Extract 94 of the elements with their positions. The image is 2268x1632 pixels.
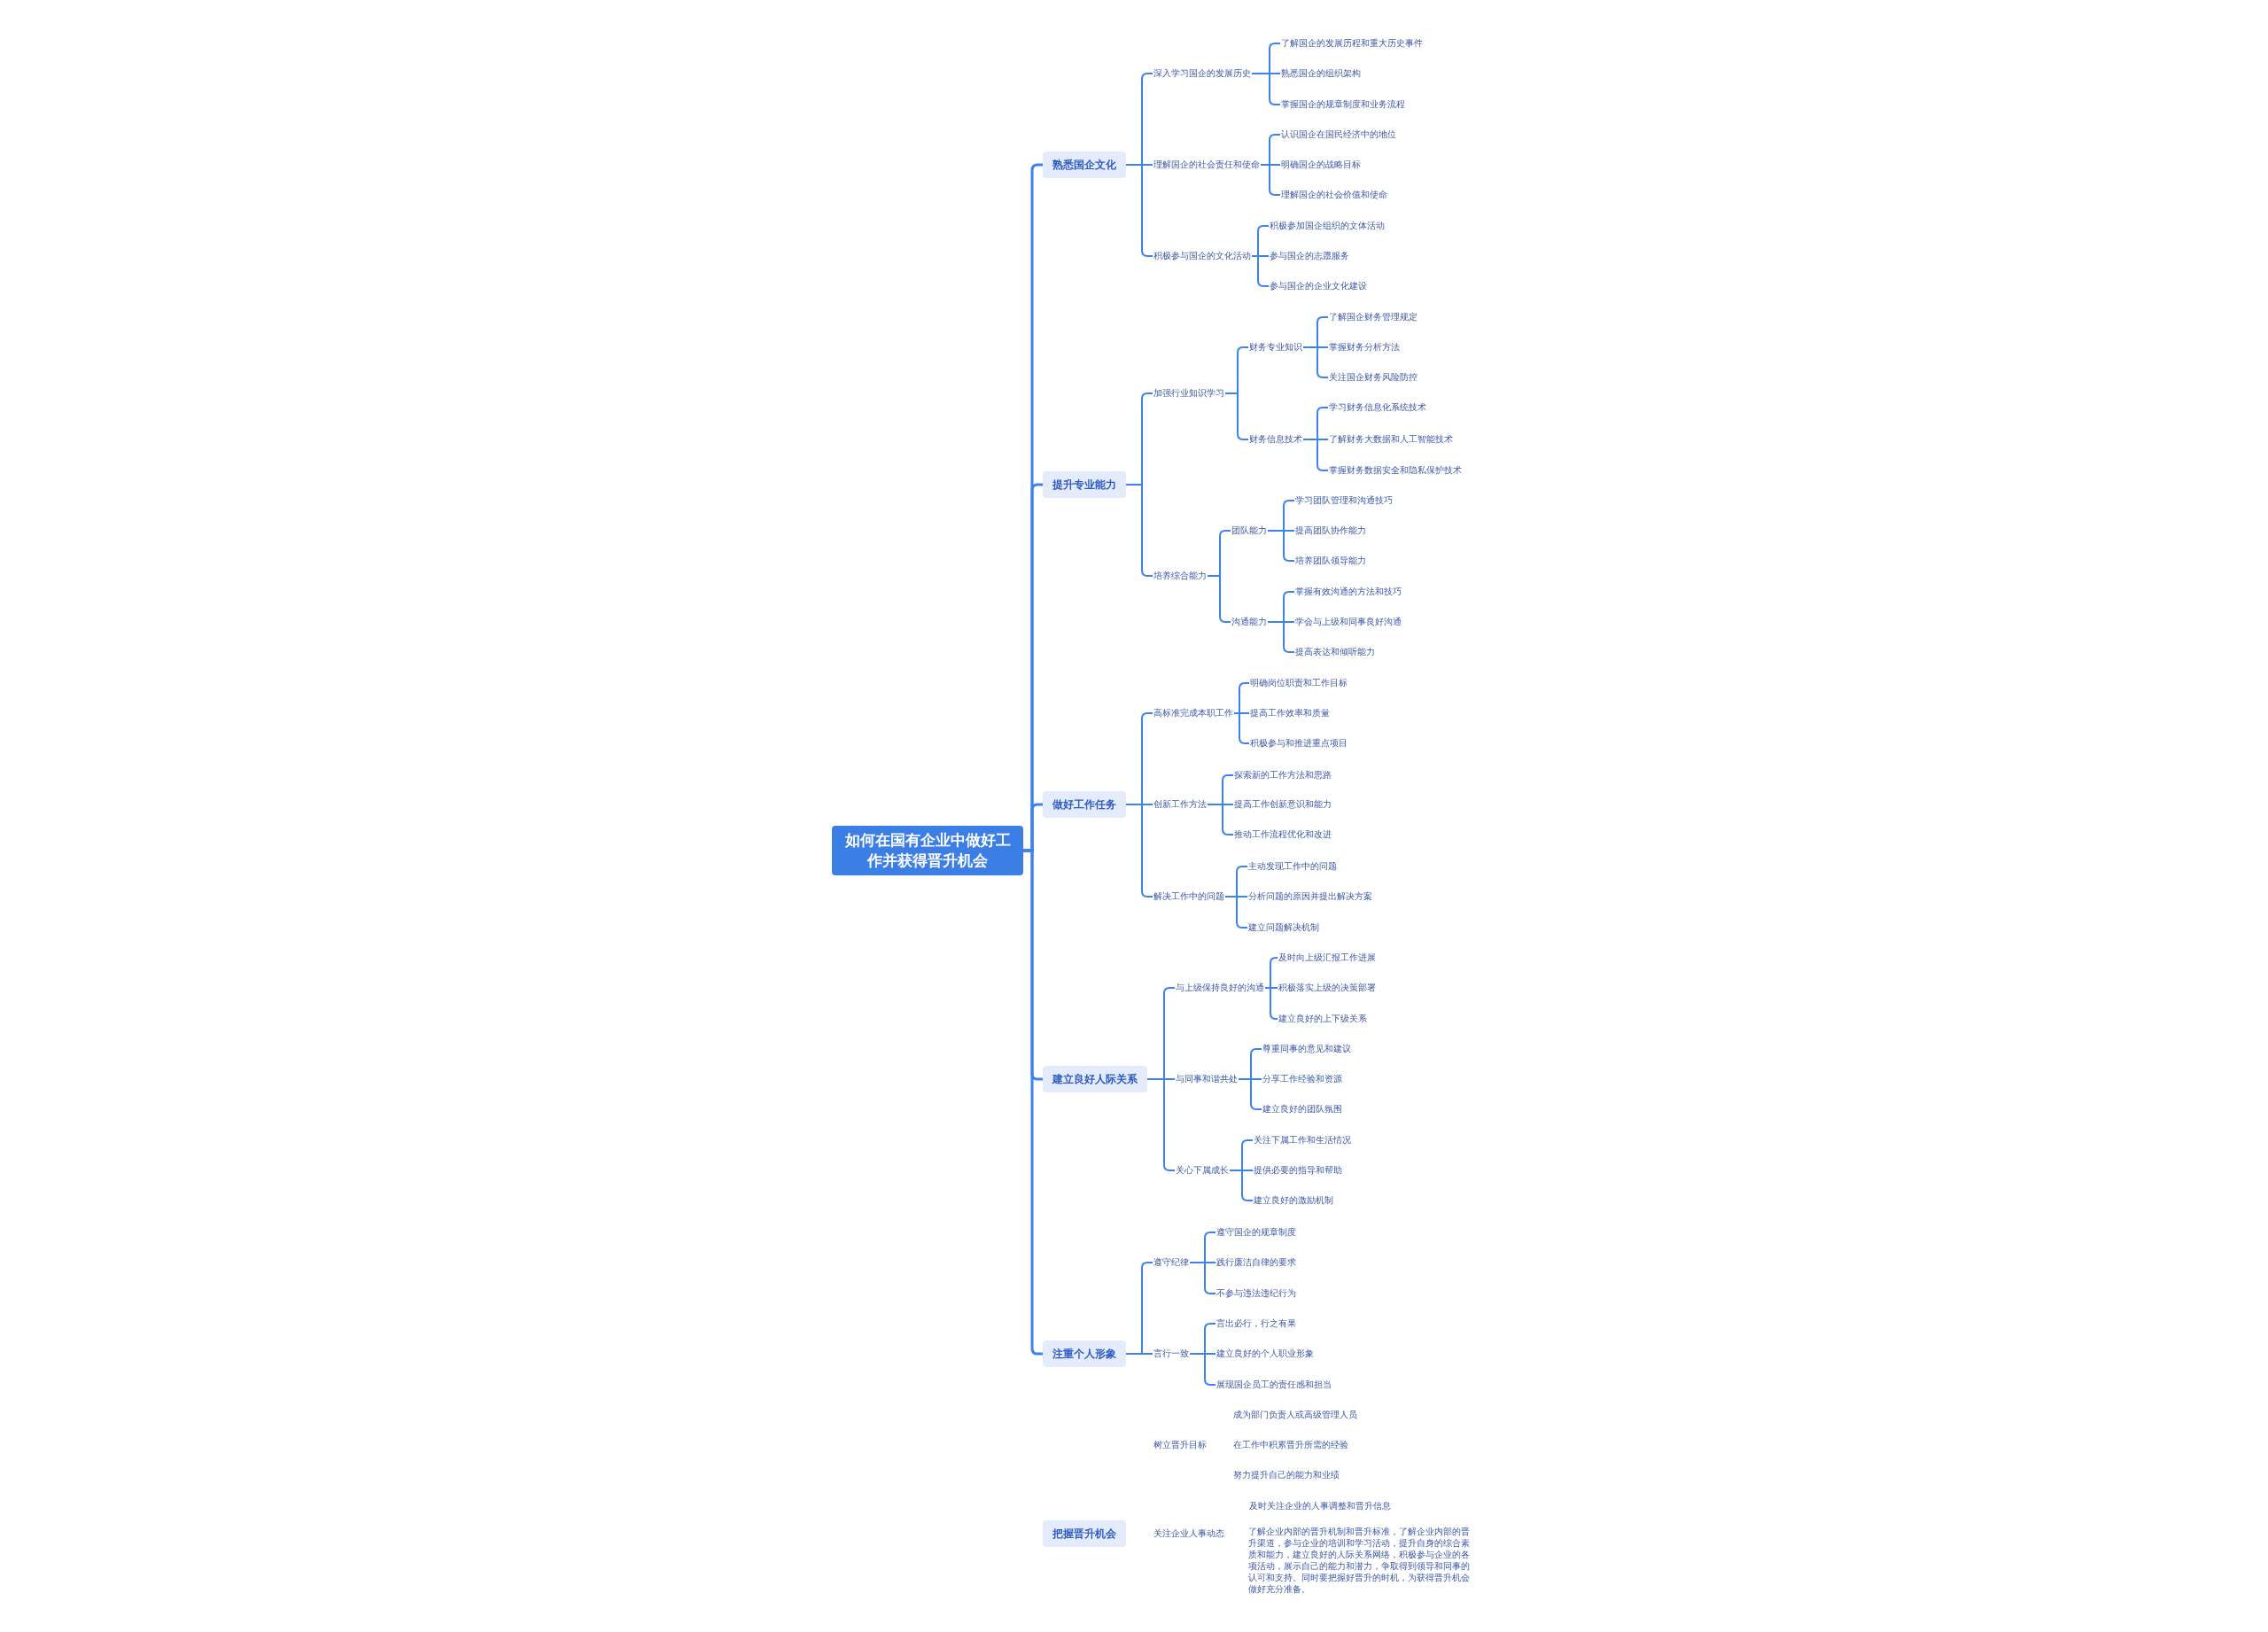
branch-text: 不参与违法违纪行为 bbox=[1216, 1287, 1297, 1300]
branch-text: 树立晋升目标 bbox=[1153, 1439, 1208, 1451]
branch-text: 在工作中积累晋升所需的经验 bbox=[1232, 1439, 1349, 1451]
branch-text: 深入学习国企的发展历史 bbox=[1153, 67, 1252, 80]
connector-line bbox=[1224, 896, 1248, 929]
branch-text: 了解国企财务管理规定 bbox=[1328, 311, 1418, 323]
branch-text: 展现国企员工的责任感和担当 bbox=[1216, 1379, 1332, 1391]
branch-text: 关心下属成长 bbox=[1175, 1164, 1230, 1177]
branch-text: 遵守国企的规章制度 bbox=[1216, 1226, 1297, 1239]
branch-text: 探索新的工作方法和思路 bbox=[1233, 769, 1332, 781]
branch-text: 理解国企的社会价值和使命 bbox=[1280, 189, 1388, 201]
branch-text: 建立良好的上下级关系 bbox=[1278, 1013, 1368, 1025]
connector-line bbox=[1238, 1078, 1262, 1110]
branch-text: 明确岗位职责和工作目标 bbox=[1249, 677, 1348, 689]
connector-line bbox=[1207, 575, 1231, 623]
branch-text: 积极参与国企的文化活动 bbox=[1153, 250, 1252, 262]
branch-text: 建立良好的激励机制 bbox=[1253, 1194, 1334, 1207]
note-paragraph: 了解企业内部的晋升机制和晋升标准，了解企业内部的晋升渠道，参与企业的培训和学习活动，提升自身的综合素质和能力，建立良好的人际关系网络，积极参与企业的各项活动，展示自己的能力和潜力，争取得到领导和同事的认可和支持。同时要把握好晋升的时机，为获得晋升机会做好充分准备。 bbox=[1248, 1526, 1470, 1595]
branch-text: 创新工作方法 bbox=[1153, 798, 1208, 811]
branch-text: 沟通能力 bbox=[1231, 616, 1268, 628]
branch-text: 提高工作创新意识和能力 bbox=[1233, 798, 1332, 811]
branch-text: 及时向上级汇报工作进展 bbox=[1278, 952, 1377, 964]
branch-text: 提高表达和倾听能力 bbox=[1294, 646, 1376, 658]
branch-text: 提高工作效率和质量 bbox=[1249, 707, 1331, 719]
connector-line bbox=[1302, 346, 1329, 378]
branch-text: 遵守纪律 bbox=[1153, 1256, 1190, 1269]
connector-line bbox=[1251, 73, 1281, 105]
branch-text: 加强行业知识学习 bbox=[1153, 387, 1225, 400]
branch-text: 财务专业知识 bbox=[1248, 341, 1303, 354]
connector-line bbox=[1189, 1262, 1216, 1294]
branch-text: 熟悉国企的组织架构 bbox=[1280, 67, 1362, 80]
connector-line bbox=[1302, 439, 1329, 471]
connector-line bbox=[1260, 164, 1281, 196]
branch-text: 认识国企在国民经济中的地位 bbox=[1280, 128, 1397, 141]
connector-line bbox=[1207, 804, 1234, 835]
branch-text: 践行廉洁自律的要求 bbox=[1216, 1256, 1297, 1269]
branch-text: 培养综合能力 bbox=[1153, 570, 1208, 582]
branch-text: 学会与上级和同事良好沟通 bbox=[1294, 616, 1402, 628]
branch-text: 推动工作流程优化和改进 bbox=[1233, 828, 1332, 841]
connector-line bbox=[1125, 1353, 1153, 1355]
topic-box: 做好工作任务 bbox=[1043, 791, 1126, 818]
branch-text: 建立良好的团队氛围 bbox=[1262, 1103, 1343, 1115]
branch-text: 提高团队协作能力 bbox=[1294, 525, 1367, 537]
connector-line bbox=[1224, 392, 1249, 440]
branch-text: 关注企业人事动态 bbox=[1153, 1527, 1225, 1540]
branch-text: 言出必行，行之有果 bbox=[1216, 1317, 1297, 1330]
branch-text: 言行一致 bbox=[1153, 1348, 1190, 1360]
topic-box: 熟悉国企文化 bbox=[1043, 152, 1126, 178]
topic-box: 建立良好人际关系 bbox=[1043, 1066, 1147, 1092]
connector-line bbox=[1251, 255, 1270, 287]
branch-text: 了解财务大数据和人工智能技术 bbox=[1328, 433, 1454, 446]
branch-text: 分享工作经验和资源 bbox=[1262, 1073, 1343, 1085]
connector-line bbox=[1267, 621, 1295, 653]
branch-text: 掌握财务分析方法 bbox=[1328, 341, 1401, 354]
connector-line bbox=[1229, 1170, 1254, 1201]
branch-text: 高标准完成本职工作 bbox=[1153, 707, 1234, 719]
branch-text: 分析问题的原因并提出解决方案 bbox=[1247, 890, 1373, 903]
branch-text: 与上级保持良好的沟通 bbox=[1175, 982, 1265, 994]
branch-text: 尊重同事的意见和建议 bbox=[1262, 1043, 1352, 1055]
central-topic-box: 如何在国有企业中做好工作并获得晋升机会 bbox=[832, 826, 1023, 875]
branch-text: 掌握有效沟通的方法和技巧 bbox=[1294, 586, 1402, 598]
branch-text: 及时关注企业的人事调整和晋升信息 bbox=[1248, 1500, 1392, 1512]
branch-text: 关注国企财务风险防控 bbox=[1328, 371, 1418, 384]
branch-text: 参与国企的企业文化建设 bbox=[1269, 280, 1368, 292]
branch-text: 掌握国企的规章制度和业务流程 bbox=[1280, 98, 1406, 111]
branch-text: 主动发现工作中的问题 bbox=[1247, 860, 1338, 873]
topic-box: 注重个人形象 bbox=[1043, 1341, 1126, 1367]
branch-text: 提供必要的指导和帮助 bbox=[1253, 1164, 1343, 1177]
branch-text: 努力提升自己的能力和业绩 bbox=[1232, 1469, 1340, 1481]
connector-line bbox=[1233, 712, 1250, 744]
branch-text: 明确国企的战略目标 bbox=[1280, 159, 1362, 171]
branch-text: 积极参加国企组织的文体活动 bbox=[1269, 220, 1386, 232]
branch-text: 学习团队管理和沟通技巧 bbox=[1294, 494, 1394, 507]
branch-text: 解决工作中的问题 bbox=[1153, 890, 1225, 903]
connector-line bbox=[1189, 1353, 1216, 1386]
connector-line bbox=[1267, 530, 1295, 562]
branch-text: 学习财务信息化系统技术 bbox=[1328, 401, 1427, 414]
topic-box: 把握晋升机会 bbox=[1043, 1520, 1126, 1547]
topic-box: 提升专业能力 bbox=[1043, 471, 1126, 498]
branch-text: 培养团队领导能力 bbox=[1294, 555, 1367, 567]
branch-text: 参与国企的志愿服务 bbox=[1269, 250, 1350, 262]
branch-text: 关注下属工作和生活情况 bbox=[1253, 1134, 1352, 1146]
branch-text: 掌握财务数据安全和隐私保护技术 bbox=[1328, 464, 1463, 477]
branch-text: 了解国企的发展历程和重大历史事件 bbox=[1280, 37, 1424, 50]
branch-text: 建立良好的个人职业形象 bbox=[1216, 1348, 1315, 1360]
connector-line bbox=[1264, 987, 1278, 1020]
branch-text: 建立问题解决机制 bbox=[1247, 921, 1320, 934]
branch-text: 财务信息技术 bbox=[1248, 433, 1303, 446]
branch-text: 团队能力 bbox=[1231, 525, 1268, 537]
branch-text: 与同事和谐共处 bbox=[1175, 1073, 1239, 1085]
branch-text: 积极参与和推进重点项目 bbox=[1249, 737, 1348, 750]
branch-text: 积极落实上级的决策部署 bbox=[1278, 982, 1377, 994]
branch-text: 成为部门负责人或高级管理人员 bbox=[1232, 1409, 1358, 1421]
branch-text: 理解国企的社会责任和使命 bbox=[1153, 159, 1261, 171]
